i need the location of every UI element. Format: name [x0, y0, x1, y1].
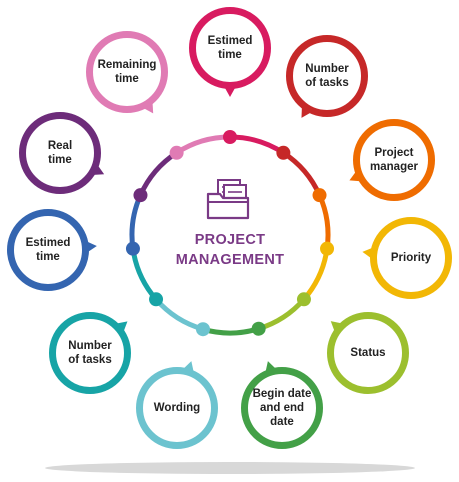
bubble-label: Priority [390, 252, 432, 264]
topic-bubble: Status [327, 312, 409, 394]
ring-segment [202, 326, 260, 336]
ring-dot [169, 145, 184, 160]
topic-bubble: Project manager [353, 119, 435, 201]
topic-bubble: Real time [19, 112, 101, 194]
ring-dot [251, 321, 266, 336]
topic-bubble: Estimed time [7, 209, 89, 291]
bubble-label: Estimed time [25, 237, 71, 263]
bubble-label: Estimed time [207, 35, 253, 61]
ring-segment [138, 150, 179, 197]
bubble-label: Remaining time [97, 59, 157, 85]
ring-dot [125, 241, 140, 256]
topic-bubble: Number of tasks [49, 312, 131, 394]
folder-documents-icon [206, 179, 250, 220]
ground-shadow [45, 462, 415, 474]
bubble-label: Wording [153, 402, 201, 414]
topic-bubble: Priority [370, 217, 452, 299]
center-title: PROJECT MANAGEMENT [175, 232, 285, 268]
topic-bubble: Begin date and end date [241, 367, 323, 449]
ring-dot [312, 188, 327, 203]
ring-segment [154, 297, 204, 332]
ring-dot [276, 145, 291, 160]
bubble-label: Number of tasks [305, 63, 349, 89]
ring-segment [257, 297, 306, 332]
bubble-label: Status [350, 347, 386, 359]
ring-segment [281, 150, 322, 197]
ring-dot [296, 292, 311, 307]
ring-segment [317, 194, 331, 249]
topic-bubble: Estimed time [189, 7, 271, 89]
topic-bubble: Remaining time [86, 31, 168, 113]
bubble-label: Real time [47, 140, 73, 166]
ring-segment [229, 134, 285, 155]
ring-segment [129, 194, 143, 249]
bubble-label: Project manager [370, 147, 418, 173]
bubble-label: Number of tasks [68, 340, 112, 366]
ring-dot [320, 241, 335, 256]
topic-bubble: Number of tasks [286, 35, 368, 117]
topic-bubble: Wording [136, 367, 218, 449]
bubble-label: Begin date and end date [252, 388, 312, 428]
ring-dot [133, 188, 148, 203]
ring-dot [149, 292, 164, 307]
ring-segment [175, 134, 231, 155]
ring-dot [195, 322, 210, 337]
ring-dot [223, 130, 237, 144]
